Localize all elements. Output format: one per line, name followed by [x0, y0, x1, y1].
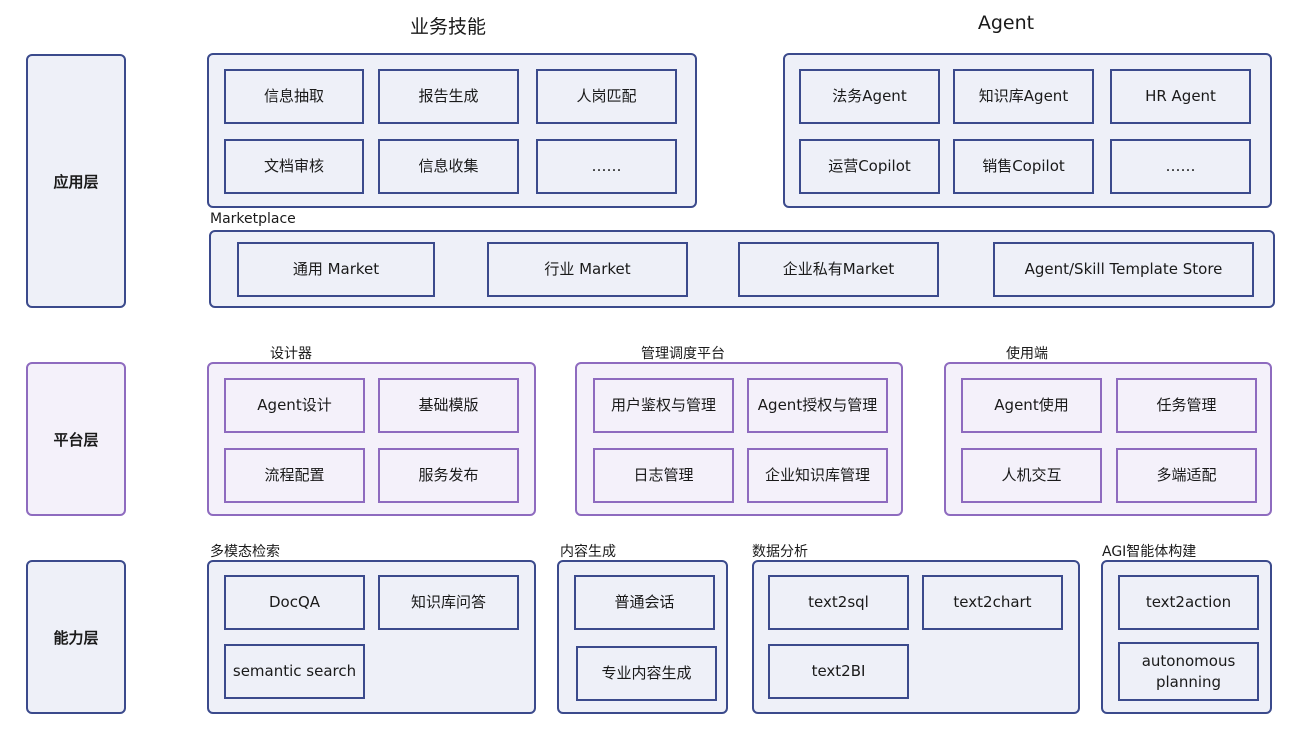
agi-label: AGI智能体构建: [1102, 544, 1197, 560]
management-box: 用户鉴权与管理: [593, 378, 734, 433]
agi-box: text2action: [1118, 575, 1259, 630]
multimodal-box: DocQA: [224, 575, 365, 630]
multimodal-box: 知识库问答: [378, 575, 519, 630]
layer-app: 应用层: [26, 54, 126, 308]
data-analysis-box: text2sql: [768, 575, 909, 630]
skill-box: ……: [536, 139, 677, 194]
client-box: 人机交互: [961, 448, 1102, 503]
market-box: Agent/Skill Template Store: [993, 242, 1254, 297]
client-box: 任务管理: [1116, 378, 1257, 433]
management-box: Agent授权与管理: [747, 378, 888, 433]
designer-box: 服务发布: [378, 448, 519, 503]
agent-box: 知识库Agent: [953, 69, 1094, 124]
agent-box: 销售Copilot: [953, 139, 1094, 194]
agent-box: 法务Agent: [799, 69, 940, 124]
layer-capability: 能力层: [26, 560, 126, 714]
designer-box: 流程配置: [224, 448, 365, 503]
skill-box: 报告生成: [378, 69, 519, 124]
designer-box: 基础模版: [378, 378, 519, 433]
data-analysis-label: 数据分析: [752, 544, 808, 560]
agi-box: autonomous planning: [1118, 642, 1259, 701]
management-box: 日志管理: [593, 448, 734, 503]
client-box: 多端适配: [1116, 448, 1257, 503]
designer-box: Agent设计: [224, 378, 365, 433]
multimodal-label: 多模态检索: [210, 544, 280, 560]
layer-platform: 平台层: [26, 362, 126, 516]
client-box: Agent使用: [961, 378, 1102, 433]
market-box: 通用 Market: [237, 242, 435, 297]
market-box: 行业 Market: [487, 242, 688, 297]
content-gen-label: 内容生成: [560, 544, 616, 560]
data-analysis-box: text2BI: [768, 644, 909, 699]
skill-box: 文档审核: [224, 139, 364, 194]
data-analysis-box: text2chart: [922, 575, 1063, 630]
business-skills-title: 业务技能: [409, 16, 486, 38]
agent-box: HR Agent: [1110, 69, 1251, 124]
marketplace-label: Marketplace: [210, 211, 296, 227]
content-gen-box: 普通会话: [574, 575, 715, 630]
skill-box: 人岗匹配: [536, 69, 677, 124]
market-box: 企业私有Market: [738, 242, 939, 297]
content-gen-box: 专业内容生成: [576, 646, 717, 701]
skill-box: 信息抽取: [224, 69, 364, 124]
management-label: 管理调度平台: [641, 346, 725, 362]
agent-title: Agent: [977, 12, 1035, 34]
multimodal-box: semantic search: [224, 644, 365, 699]
agent-box: 运营Copilot: [799, 139, 940, 194]
agent-box: ……: [1110, 139, 1251, 194]
management-box: 企业知识库管理: [747, 448, 888, 503]
client-label: 使用端: [1006, 346, 1048, 362]
designer-label: 设计器: [270, 346, 312, 362]
skill-box: 信息收集: [378, 139, 519, 194]
